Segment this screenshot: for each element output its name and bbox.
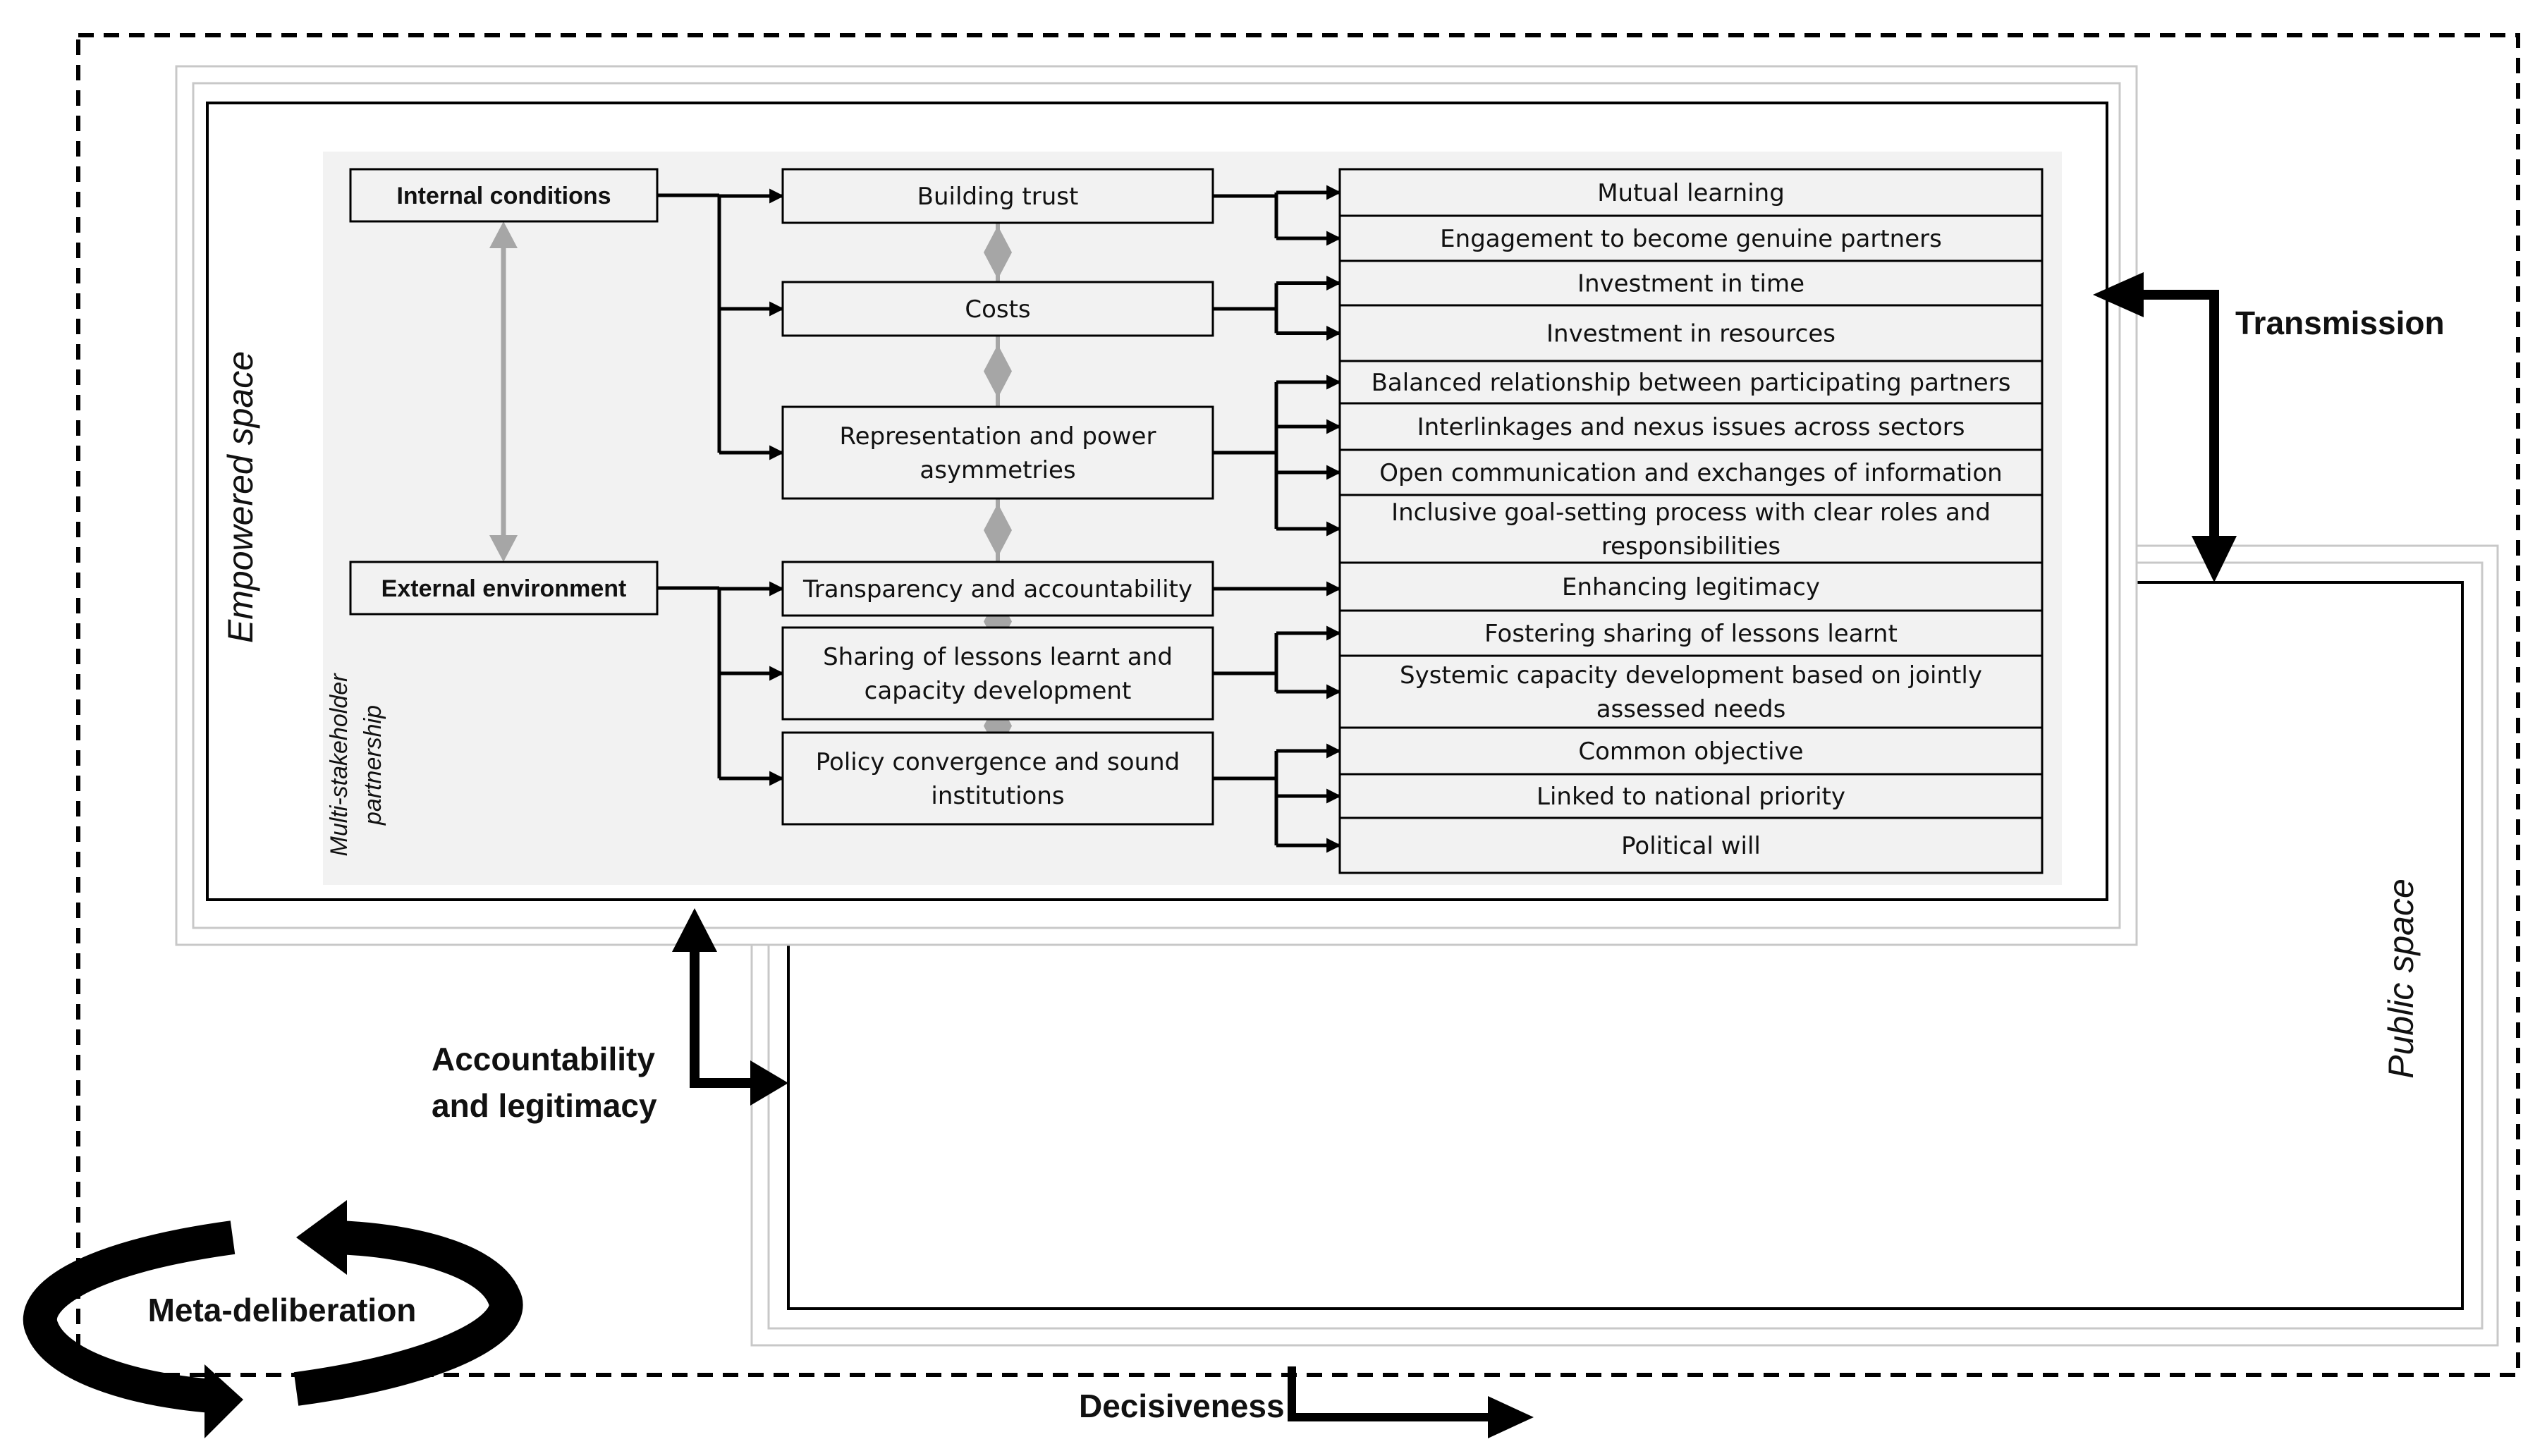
outcome-box-4-text-1: Investment in resources bbox=[1546, 320, 1836, 348]
outcome-box-2-text-1: Engagement to become genuine partners bbox=[1440, 225, 1942, 253]
outcome-box-2: Engagement to become genuine partners bbox=[1338, 214, 2044, 262]
factor-box-1-frame bbox=[781, 168, 1214, 224]
factor-box-4-text-1: Transparency and accountability bbox=[802, 575, 1192, 604]
factor-link-diamond-3 bbox=[984, 503, 1012, 557]
outcome-box-3: Investment in time bbox=[1338, 259, 2044, 307]
factor-link-diamond-2 bbox=[984, 344, 1012, 398]
outcome-box-4: Investment in resources bbox=[1338, 304, 2044, 362]
factor-box-3-frame bbox=[781, 405, 1214, 500]
outcome-box-13: Linked to national priority bbox=[1338, 773, 2044, 819]
outcome-box-5-text-1: Balanced relationship between participat… bbox=[1372, 369, 2011, 397]
public-space-label: Public space bbox=[2381, 879, 2421, 1079]
accountability-label-line2: and legitimacy bbox=[432, 1087, 657, 1124]
link-head-up bbox=[489, 221, 518, 248]
outcome-box-8-text-1: Inclusive goal-setting process with clea… bbox=[1391, 498, 1991, 527]
outcome-box-8: Inclusive goal-setting process with clea… bbox=[1338, 494, 2044, 564]
factor-box-2: Costs bbox=[781, 281, 1214, 337]
factor-box-5-text-1: Sharing of lessons learnt and bbox=[823, 643, 1173, 671]
factor-box-3: Representation and power asymmetries bbox=[781, 405, 1214, 500]
outcome-box-1-frame bbox=[1338, 168, 2044, 217]
factor-box-6-text-2: institutions bbox=[931, 782, 1064, 810]
outcome-box-14: Political will bbox=[1338, 816, 2044, 874]
outcome-box-14-frame bbox=[1338, 816, 2044, 874]
factor-box-5: Sharing of lessons learnt and capacity de… bbox=[781, 626, 1214, 721]
meta-deliberation-label: Meta-deliberation bbox=[148, 1292, 417, 1328]
meta-deliberation-cycle-icon bbox=[23, 1200, 523, 1438]
decisiveness-label: Decisiveness bbox=[1079, 1388, 1285, 1424]
outcome-box-3-text-1: Investment in time bbox=[1577, 270, 1804, 298]
outcome-box-12-frame bbox=[1338, 726, 2044, 776]
outcome-box-5-frame bbox=[1338, 360, 2044, 405]
decisiveness-arrow bbox=[1288, 1366, 1534, 1438]
outcome-box-13-frame bbox=[1338, 773, 2044, 819]
outcome-box-2-frame bbox=[1338, 214, 2044, 262]
outcome-box-6: Interlinkages and nexus issues across se… bbox=[1338, 402, 2044, 451]
outcome-box-1-text-1: Mutual learning bbox=[1597, 179, 1785, 207]
outcome-box-12: Common objective bbox=[1338, 726, 2044, 776]
factor-box-1-text-1: Building trust bbox=[917, 183, 1079, 211]
outcome-box-3-frame bbox=[1338, 259, 2044, 307]
link-head-down bbox=[489, 535, 518, 562]
external-environment-box: External environment bbox=[349, 561, 659, 616]
outcome-box-5: Balanced relationship between participat… bbox=[1338, 360, 2044, 405]
outcome-box-7-text-1: Open communication and exchanges of info… bbox=[1379, 459, 2002, 487]
outcome-box-12-text-1: Common objective bbox=[1578, 738, 1803, 766]
factor-box-3-text-1: Representation and power bbox=[840, 422, 1156, 451]
internal-conditions-box-frame bbox=[349, 168, 659, 223]
internal-conditions-box-text-1: Internal conditions bbox=[396, 183, 611, 209]
transmission-label: Transmission bbox=[2235, 305, 2445, 341]
outcome-box-10-frame bbox=[1338, 609, 2044, 657]
factor-box-2-text-1: Costs bbox=[965, 295, 1030, 324]
factor-box-4: Transparency and accountability bbox=[781, 561, 1214, 617]
factor-box-1: Building trust bbox=[781, 168, 1214, 224]
outcome-box-7: Open communication and exchanges of info… bbox=[1338, 448, 2044, 496]
factor-box-6: Policy convergence and sound institutions bbox=[781, 731, 1214, 826]
outcome-box-14-text-1: Political will bbox=[1621, 832, 1761, 860]
factor-box-2-frame bbox=[781, 281, 1214, 337]
internal-conditions-box: Internal conditions bbox=[349, 168, 659, 223]
outcome-box-10-text-1: Fostering sharing of lessons learnt bbox=[1484, 620, 1898, 648]
empowered-space-label: Empowered space bbox=[221, 351, 260, 643]
outcome-box-8-text-2: responsibilities bbox=[1601, 532, 1781, 561]
msp-label-line2: partnership bbox=[360, 705, 386, 826]
accountability-label-line1: Accountability bbox=[432, 1041, 655, 1077]
outcome-box-11-frame bbox=[1338, 654, 2044, 729]
outcome-box-13-text-1: Linked to national priority bbox=[1537, 783, 1845, 811]
outcome-box-11: Systemic capacity development based on j… bbox=[1338, 654, 2044, 729]
transmission-arrow bbox=[2093, 272, 2237, 582]
external-environment-box-frame bbox=[349, 561, 659, 616]
factor-box-6-text-1: Policy convergence and sound bbox=[816, 748, 1180, 776]
outcome-box-11-text-1: Systemic capacity development based on j… bbox=[1400, 661, 1982, 690]
outcome-box-9-text-1: Enhancing legitimacy bbox=[1562, 573, 1820, 601]
outcome-box-6-frame bbox=[1338, 402, 2044, 451]
msp-label-line1: Multi-stakeholder bbox=[326, 673, 353, 857]
outcome-box-11-text-2: assessed needs bbox=[1596, 695, 1786, 723]
factor-box-4-frame bbox=[781, 561, 1214, 617]
factor-box-6-frame bbox=[781, 731, 1214, 826]
outcome-box-9: Enhancing legitimacy bbox=[1338, 561, 2044, 612]
factor-link-diamond-1 bbox=[984, 226, 1012, 279]
external-environment-box-text-1: External environment bbox=[381, 575, 627, 602]
outcome-box-8-frame bbox=[1338, 494, 2044, 564]
accountability-arrow bbox=[672, 908, 788, 1106]
system-boundary-dashed bbox=[76, 33, 2520, 1377]
connector-lines bbox=[657, 185, 1342, 853]
factor-box-3-text-2: asymmetries bbox=[920, 456, 1075, 484]
outcome-box-10: Fostering sharing of lessons learnt bbox=[1338, 609, 2044, 657]
outcome-box-1: Mutual learning bbox=[1338, 168, 2044, 217]
outcome-box-6-text-1: Interlinkages and nexus issues across se… bbox=[1417, 413, 1965, 441]
factor-box-5-text-2: capacity development bbox=[865, 677, 1132, 705]
outcome-box-7-frame bbox=[1338, 448, 2044, 496]
factor-box-5-frame bbox=[781, 626, 1214, 721]
